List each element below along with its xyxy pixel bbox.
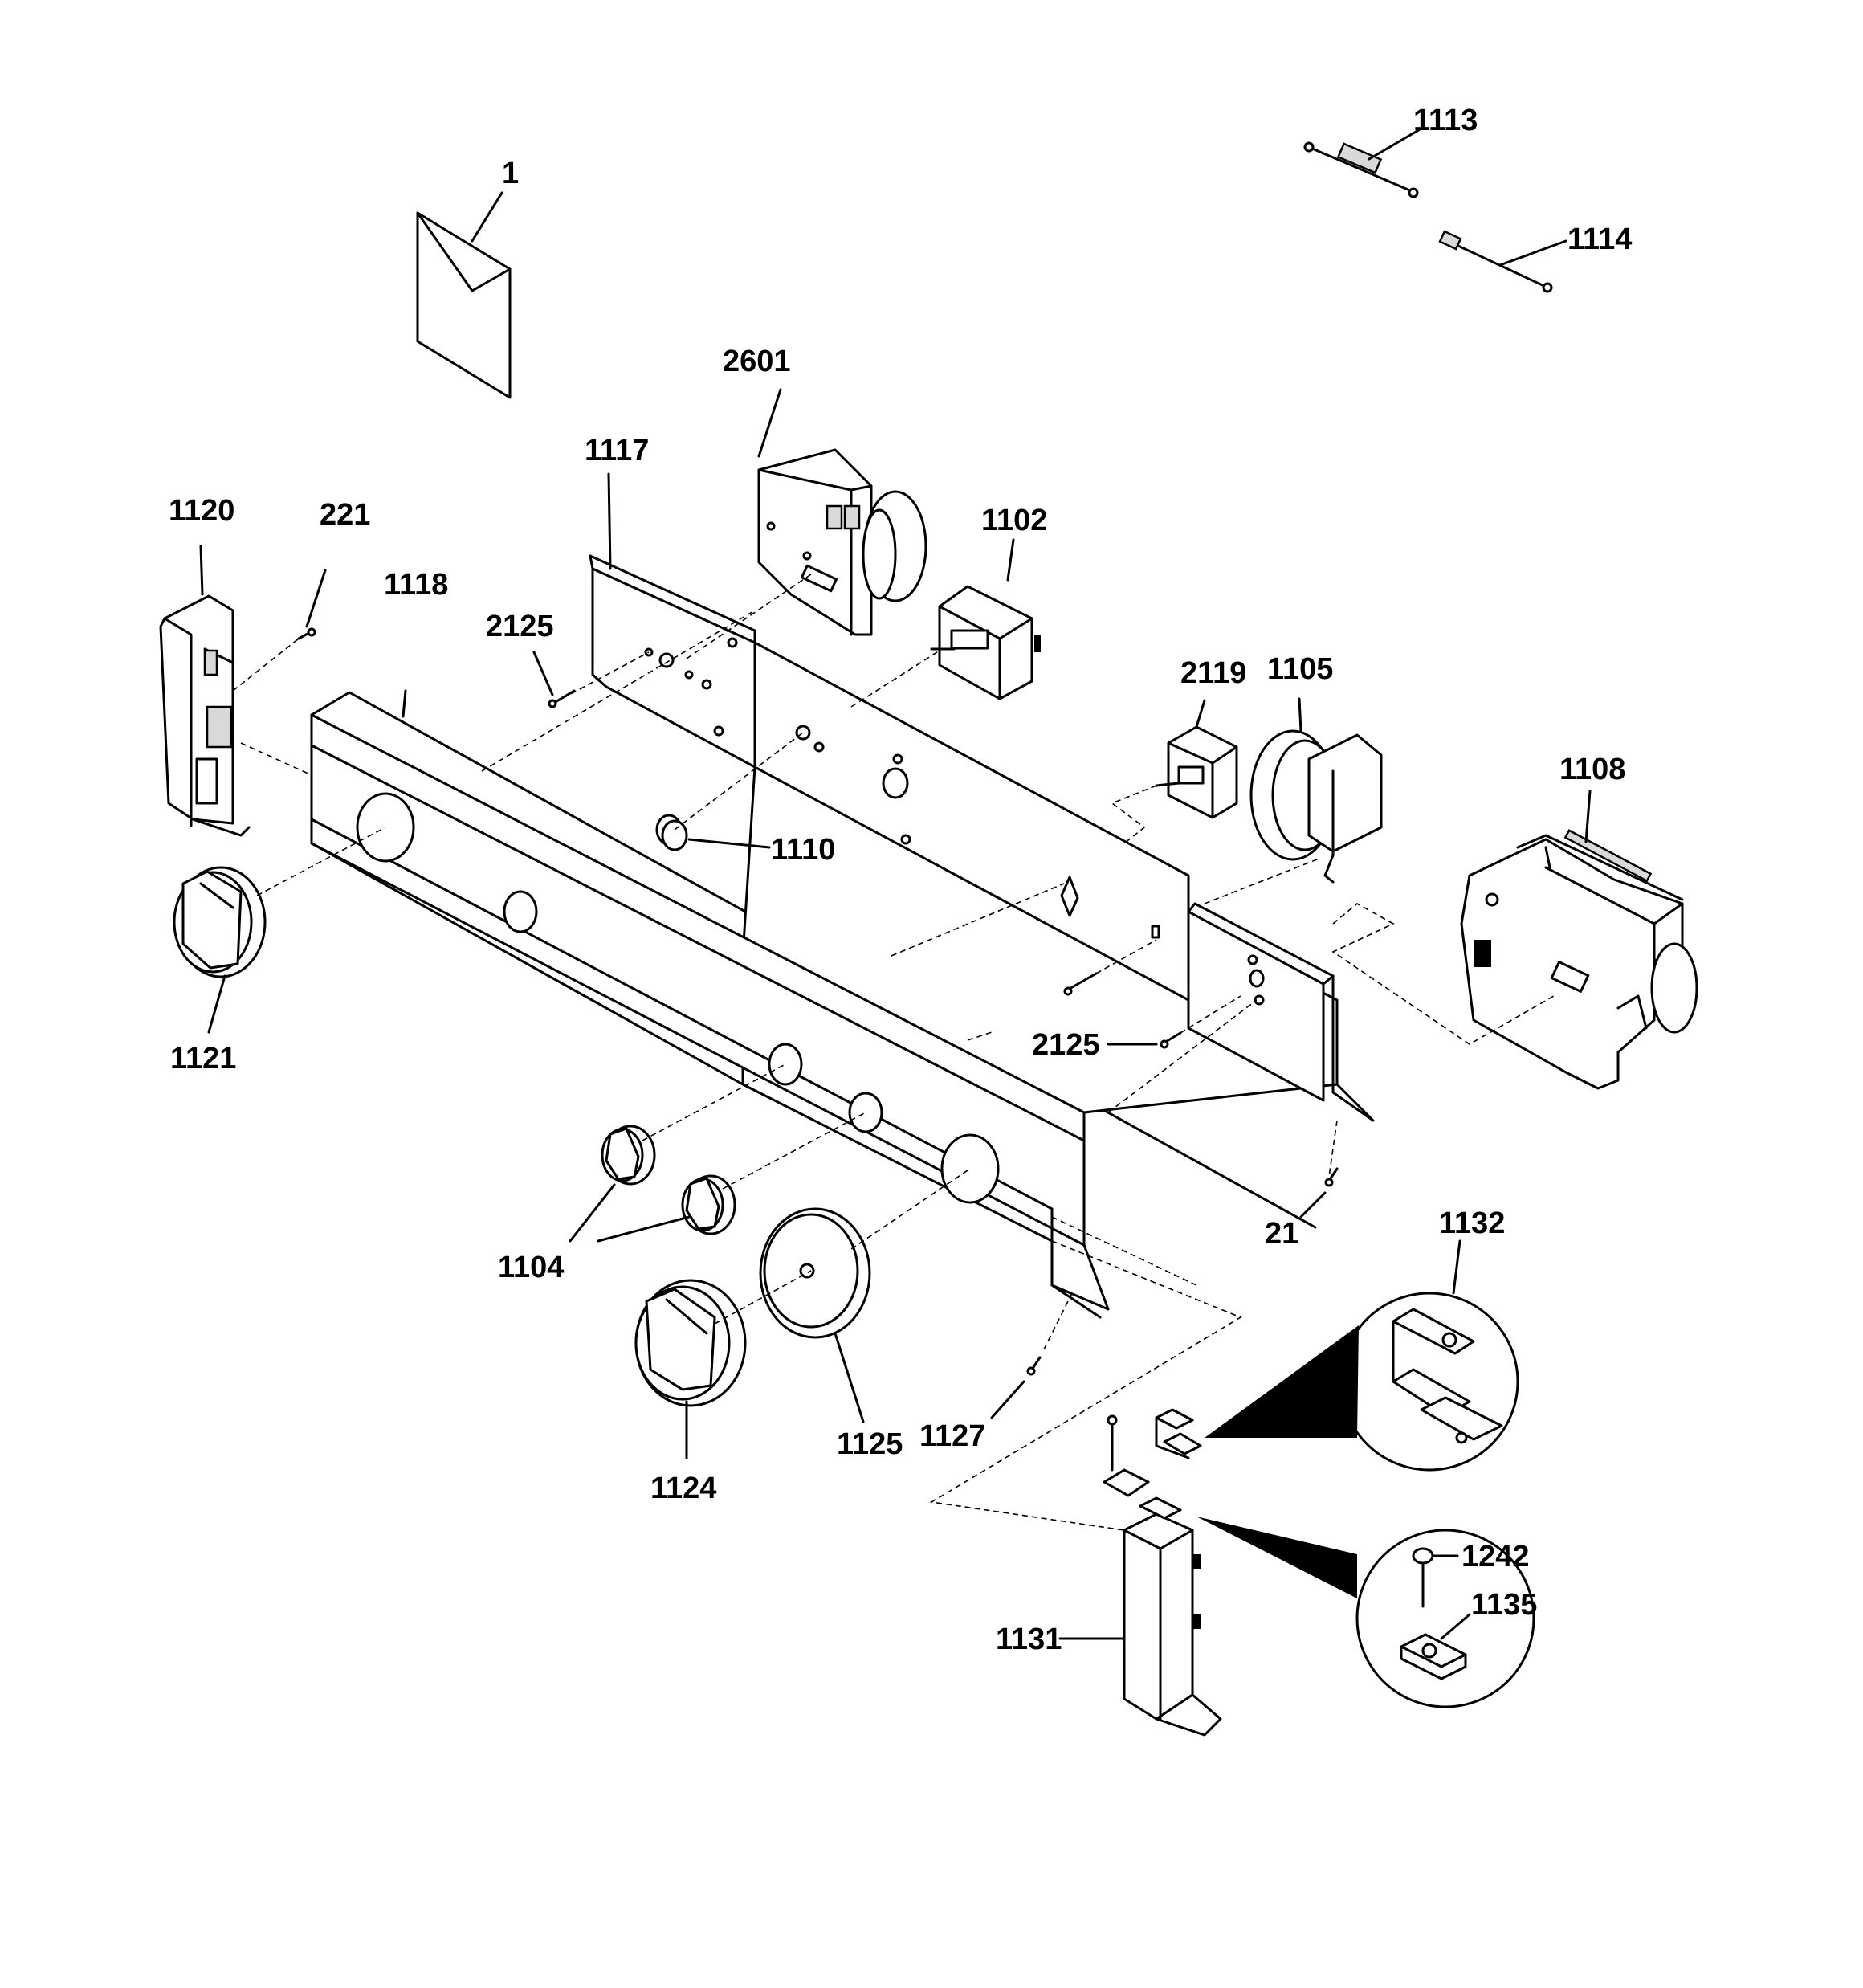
literature-envelope bbox=[416, 191, 512, 399]
screw-2125-lower bbox=[1063, 972, 1182, 1049]
label-221: 221 bbox=[320, 498, 370, 532]
label-1127: 1127 bbox=[919, 1419, 985, 1453]
label-1135: 1135 bbox=[1471, 1588, 1537, 1622]
label-1125: 1125 bbox=[837, 1427, 903, 1461]
assembly-lines bbox=[232, 574, 1555, 1531]
label-2601: 2601 bbox=[723, 345, 791, 378]
pressure-switch-1105 bbox=[1249, 697, 1383, 884]
detail-callout-1242-1135 bbox=[1196, 1517, 1535, 1708]
label-1132: 1132 bbox=[1439, 1206, 1505, 1240]
bracket-1117 bbox=[589, 472, 756, 769]
jumper-wire-1114 bbox=[1438, 230, 1567, 293]
knobs-1104 bbox=[569, 1125, 736, 1243]
screw-1127 bbox=[990, 1356, 1042, 1419]
switch-2119 bbox=[1155, 699, 1238, 819]
label-1121: 1121 bbox=[170, 1042, 236, 1076]
label-1108: 1108 bbox=[1559, 753, 1625, 786]
knob-1121 bbox=[173, 866, 267, 1034]
label-2125-lower: 2125 bbox=[1032, 1028, 1100, 1062]
bezel-1125 bbox=[759, 1207, 871, 1423]
label-1242: 1242 bbox=[1461, 1540, 1530, 1574]
label-1117: 1117 bbox=[585, 434, 649, 467]
label-2119: 2119 bbox=[1180, 656, 1246, 690]
label-1124: 1124 bbox=[650, 1472, 716, 1505]
detail-callout-1132 bbox=[1205, 1239, 1519, 1472]
label-2125-upper: 2125 bbox=[486, 610, 554, 643]
control-1108 bbox=[1460, 790, 1698, 1090]
knob-1124 bbox=[634, 1279, 747, 1459]
screw-2125-upper bbox=[532, 651, 576, 708]
screw-21 bbox=[1299, 1167, 1339, 1219]
label-1104: 1104 bbox=[498, 1251, 564, 1284]
label-1105: 1105 bbox=[1267, 652, 1333, 686]
back-panel-1118 bbox=[310, 641, 1375, 1243]
label-1118: 1118 bbox=[384, 568, 448, 602]
label-1: 1 bbox=[502, 157, 519, 190]
bushing-1110 bbox=[655, 814, 771, 851]
label-1113: 1113 bbox=[1413, 104, 1478, 137]
label-1131: 1131 bbox=[996, 1623, 1062, 1656]
clip bbox=[1155, 1408, 1202, 1459]
part-labels: 1 1113 1114 2601 1117 1102 1120 221 1118… bbox=[169, 104, 1632, 1656]
label-1120: 1120 bbox=[169, 494, 234, 528]
label-1114: 1114 bbox=[1567, 222, 1632, 256]
jumper-wire-1113 bbox=[1303, 127, 1423, 198]
label-1110: 1110 bbox=[771, 833, 835, 867]
label-1102: 1102 bbox=[981, 504, 1047, 537]
label-21: 21 bbox=[1265, 1217, 1298, 1251]
screw-221 bbox=[297, 569, 327, 640]
switch-1102 bbox=[930, 538, 1041, 700]
timer-2601 bbox=[757, 388, 927, 636]
end-cap-1131 bbox=[1058, 1414, 1222, 1737]
end-cap-1120 bbox=[159, 545, 251, 837]
